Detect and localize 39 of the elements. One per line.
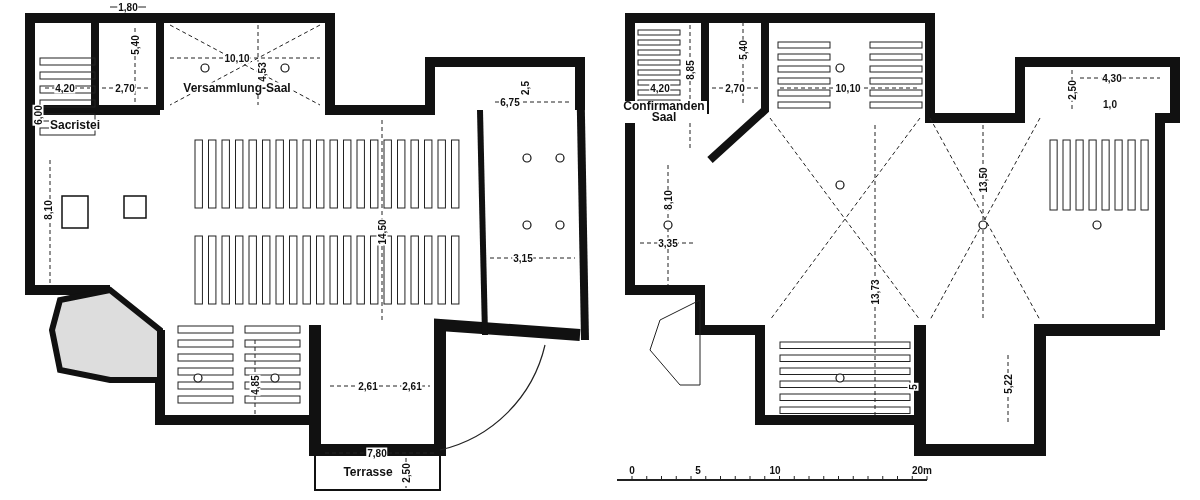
dimension-label: 5 — [907, 383, 919, 391]
dimension-label: 6,00 — [32, 104, 44, 126]
room-label: Confirmanden Saal — [621, 101, 707, 123]
room-label: Terrasse — [342, 466, 394, 478]
dimension-label: 2,5 — [519, 80, 531, 96]
dimension-label: 5,40 — [129, 34, 141, 56]
dimension-label: 14,50 — [376, 218, 388, 246]
room-label: Versammlung-Saal — [182, 82, 292, 94]
dimension-label: 2,50 — [400, 462, 412, 484]
dimension-label: 2,50 — [1066, 79, 1078, 101]
dimension-label: 8,85 — [684, 59, 696, 81]
scale-label: 0 — [628, 464, 636, 476]
dimension-label: 2,61 — [357, 380, 379, 392]
scale-label: 5 — [694, 464, 702, 476]
dimension-label: 1,80 — [117, 1, 139, 13]
dimension-label: 10,10 — [223, 52, 251, 64]
room-label: Sacristei — [49, 119, 101, 131]
dimension-label: 3,15 — [512, 252, 534, 264]
dimension-label: 7,80 — [366, 447, 388, 459]
dimension-label: 4,30 — [1101, 72, 1123, 84]
dimension-label: 1,0 — [1102, 98, 1118, 110]
dimension-label: 13,50 — [977, 166, 989, 194]
dimension-label: 4,85 — [249, 374, 261, 396]
dimension-label: 4,53 — [256, 61, 268, 83]
dimension-label: 4,20 — [54, 82, 76, 94]
dimension-label: 8,10 — [42, 199, 54, 221]
dimension-label: 2,61 — [401, 380, 423, 392]
dimension-label: 2,70 — [724, 82, 746, 94]
dimension-label: 2,70 — [114, 82, 136, 94]
scale-label: 10 — [768, 464, 782, 476]
scale-label: 20m — [911, 464, 933, 476]
dimension-label: 8,10 — [662, 189, 674, 211]
dimension-label: 4,20 — [649, 82, 671, 94]
dimension-label: 3,35 — [657, 237, 679, 249]
dimension-label: 5,22 — [1002, 373, 1014, 395]
dimension-label: 5,40 — [737, 39, 749, 61]
dimension-label: 10,10 — [834, 82, 862, 94]
dimension-label: 6,75 — [499, 96, 521, 108]
dimension-label: 13,73 — [869, 278, 881, 306]
